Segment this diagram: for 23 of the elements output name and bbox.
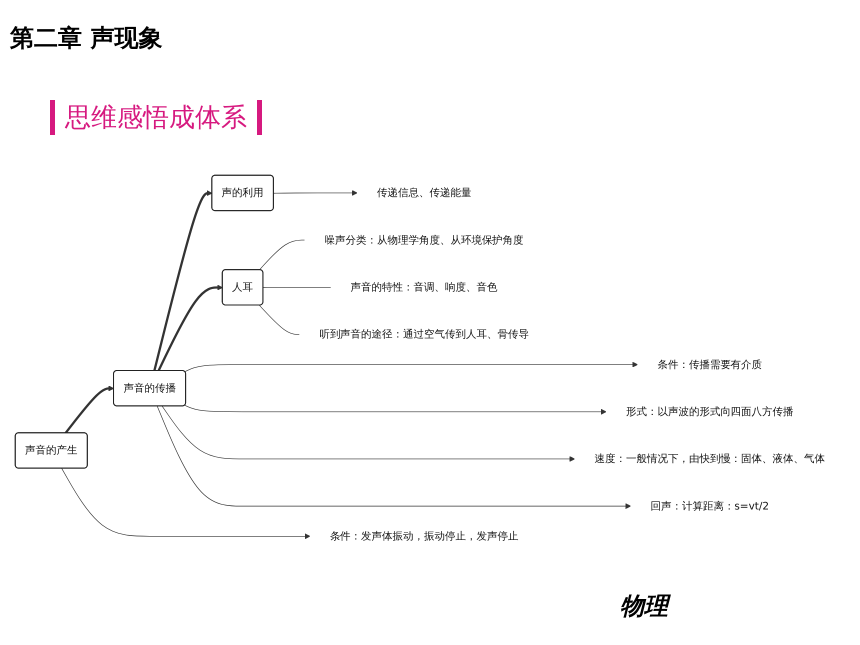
connector <box>259 240 306 271</box>
arrow <box>184 362 638 372</box>
node-text: 速度：一般情况下，由快到慢：固体、液体、气体 <box>594 452 826 466</box>
connector <box>259 305 300 336</box>
node-text: 形式：以声波的形式向四面八方传播 <box>626 406 794 418</box>
chapter-title: 第二章 声现象 <box>10 22 162 54</box>
arrow <box>64 386 114 434</box>
node-text: 条件：传播需要有介质 <box>657 358 762 371</box>
arrow <box>156 406 632 510</box>
section-heading: 思维感悟成体系 <box>50 100 262 135</box>
arrow <box>184 405 607 416</box>
node-text: 噪声分类：从物理学角度、从环境保护角度 <box>324 234 524 246</box>
node-text: 声音的特性：音调、响度、音色 <box>350 281 498 294</box>
arrow <box>61 468 310 540</box>
node-text: 听到声音的途径：通过空气传到人耳、骨传导 <box>319 328 529 341</box>
connector <box>262 287 332 288</box>
arrow <box>162 406 576 462</box>
arrow <box>153 190 212 372</box>
arrow <box>273 190 358 196</box>
node-text: 条件：发声体振动，振动停止，发声停止 <box>330 530 518 543</box>
node-text: 传递信息、传递能量 <box>376 186 472 200</box>
node-text: 回声：计算距离：s=vt/2 <box>650 500 770 512</box>
arrow <box>157 285 223 372</box>
